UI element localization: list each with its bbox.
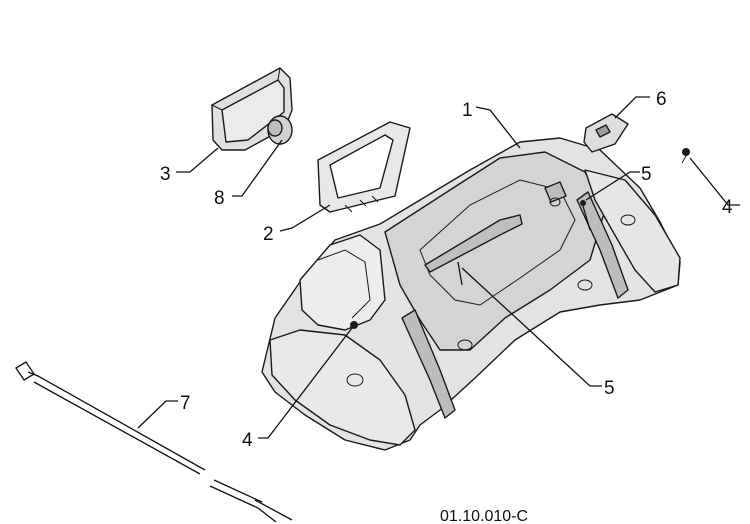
cable-harness-part [15, 361, 293, 523]
callout-3: 3 [160, 164, 171, 185]
callout-7: 7 [180, 393, 191, 414]
housing-part [261, 137, 681, 451]
bulb-part [267, 115, 293, 145]
screw-right-part [681, 148, 690, 164]
callout-6: 6 [656, 89, 667, 110]
figure-code: 01.10.010-C [440, 508, 528, 524]
switch-part [583, 113, 629, 153]
callout-8: 8 [214, 188, 225, 209]
leader-lines [137, 96, 740, 439]
callout-2: 2 [263, 224, 274, 245]
pin-right-part [580, 200, 591, 231]
callout-5-lower: 5 [604, 378, 615, 399]
pin-center-part [457, 261, 463, 286]
callout-4-right: 4 [722, 197, 733, 218]
callout-1: 1 [462, 100, 473, 121]
screw-left-part [350, 321, 358, 329]
callout-4-left: 4 [242, 430, 253, 451]
lamp-bezel-part [317, 121, 411, 213]
callout-5-right: 5 [641, 164, 652, 185]
